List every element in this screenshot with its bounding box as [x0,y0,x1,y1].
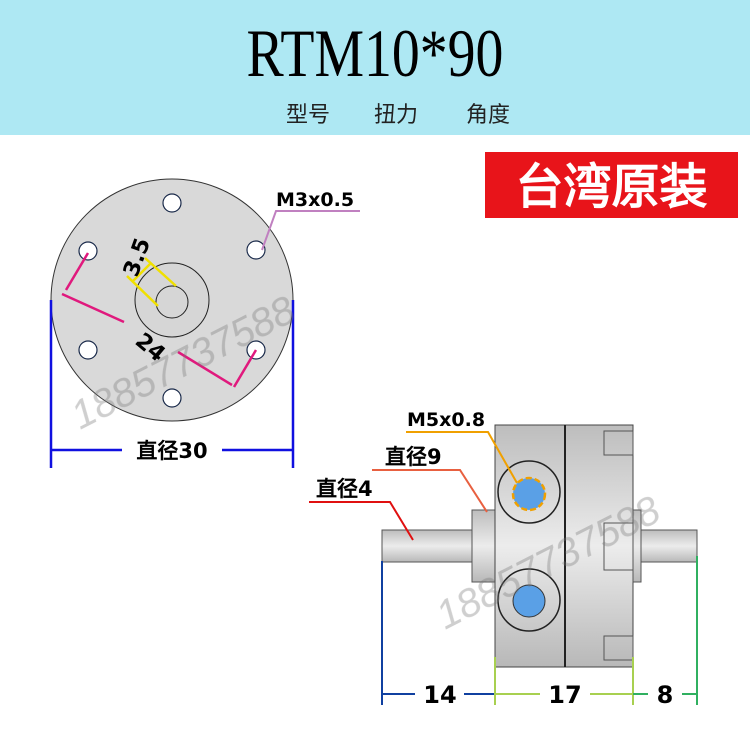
mounting-holes [78,193,266,408]
label-angle: 角度 [466,103,511,128]
shaft-leader [309,501,414,541]
diameter-dimension [49,300,295,468]
front-view: 3.5 24 M3x0.5 直径30 [49,178,360,468]
shaft-bore [155,285,189,319]
collar-leader [372,469,488,513]
collar-label: 直径9 [385,445,442,469]
right-shaft [640,529,698,563]
diameter-label: 直径30 [136,439,207,463]
hole-dimension [126,257,177,307]
m5-leader [406,431,518,484]
shaft-label: 直径4 [316,477,373,501]
origin-badge: 台湾原装 [483,150,740,220]
length-dimensions [381,556,698,705]
m3-leader [261,210,360,251]
model-title: RTM10*90 [246,15,504,91]
lower-port [497,568,561,632]
dim-17: 17 [548,681,581,709]
m5-label: M5x0.8 [407,409,485,431]
dim-8: 8 [657,681,674,709]
label-torque: 扭力 [374,103,419,128]
pcd-dimension [61,252,258,388]
header-band: RTM10*90 型号 扭力 角度 [0,0,750,135]
m3-label: M3x0.5 [276,189,354,211]
label-model: 型号 [286,103,331,128]
left-shaft [381,529,473,563]
side-view: M5x0.8 直径9 直径4 14 17 8 [309,409,698,709]
upper-port [497,460,561,524]
lower-port-thread [512,584,546,618]
upper-port-thread [511,476,547,512]
dim-14: 14 [423,681,456,709]
